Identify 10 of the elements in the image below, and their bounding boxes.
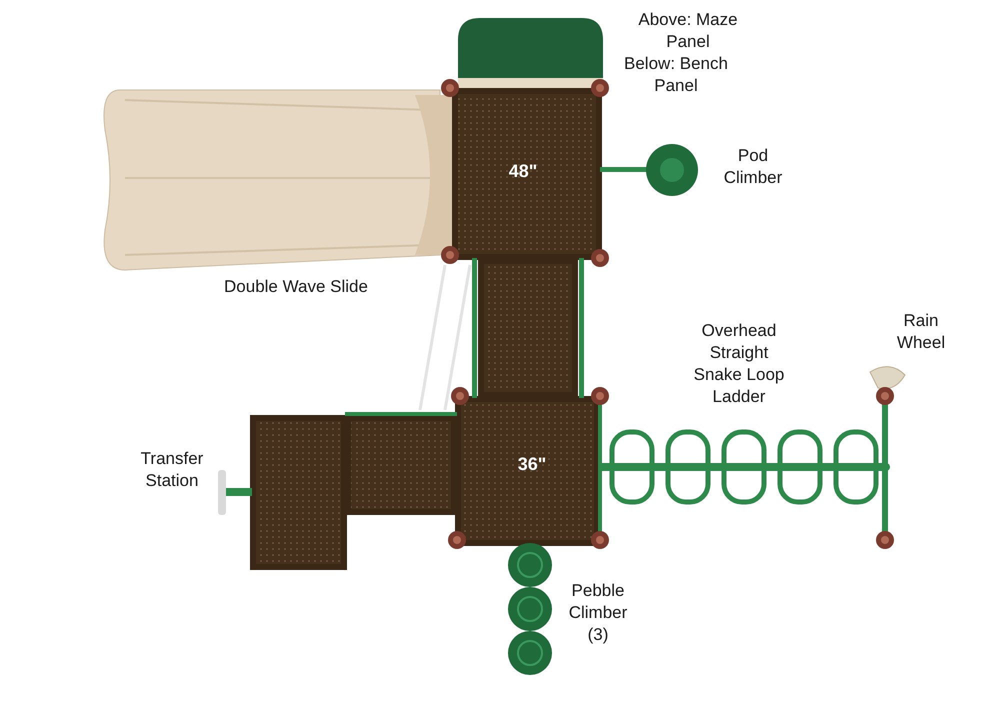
part-label: Below: Bench Panel	[623, 53, 729, 97]
part-label: Above: Maze Panel	[638, 9, 738, 53]
deck-height-label: 36"	[516, 453, 548, 475]
part-label: Rain Wheel	[896, 310, 946, 354]
part-label: Transfer Station	[140, 448, 204, 492]
part-label: Pebble Climber (3)	[568, 580, 628, 646]
part-label: Double Wave Slide	[223, 276, 369, 298]
deck-height-label: 48"	[508, 160, 538, 182]
part-label: Overhead Straight Snake Loop Ladder	[692, 320, 786, 408]
part-label: Pod Climber	[722, 145, 784, 189]
